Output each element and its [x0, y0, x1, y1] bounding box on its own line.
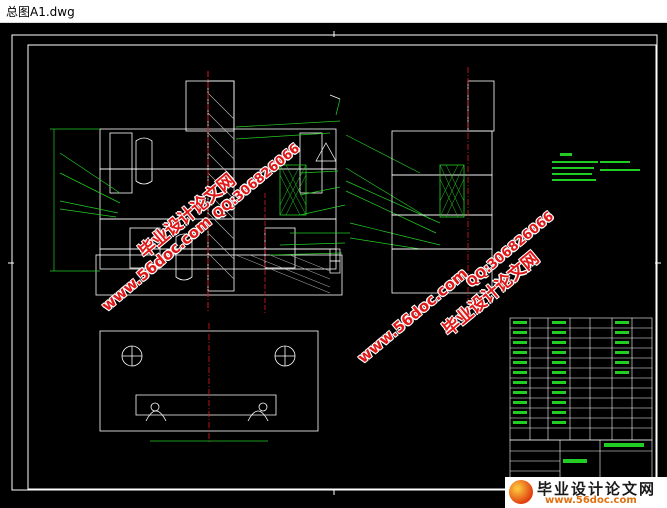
globe-icon — [509, 480, 533, 504]
leader-lines — [235, 98, 441, 256]
logo-cn-text: 毕业设计论文网 — [537, 480, 657, 498]
bom-entries — [513, 321, 644, 463]
window-titlebar: 总图A1.dwg — [0, 0, 667, 23]
drawing-canvas[interactable]: 毕业设计论文网 www.56doc.com QQ:306826066 www.5… — [0, 23, 667, 508]
inner-frame — [27, 44, 657, 490]
callout-balloons — [315, 94, 341, 274]
window-title: 总图A1.dwg — [6, 5, 75, 19]
tech-notes — [552, 153, 640, 181]
site-logo: 毕业设计论文网 www.56doc.com — [505, 477, 667, 508]
front-view — [95, 71, 343, 313]
cad-drawing — [8, 31, 661, 495]
plan-view — [99, 323, 319, 443]
side-view — [391, 67, 495, 313]
logo-url-text: www.56doc.com — [545, 495, 637, 506]
bill-of-materials — [509, 317, 653, 481]
dimension-left — [50, 128, 121, 272]
